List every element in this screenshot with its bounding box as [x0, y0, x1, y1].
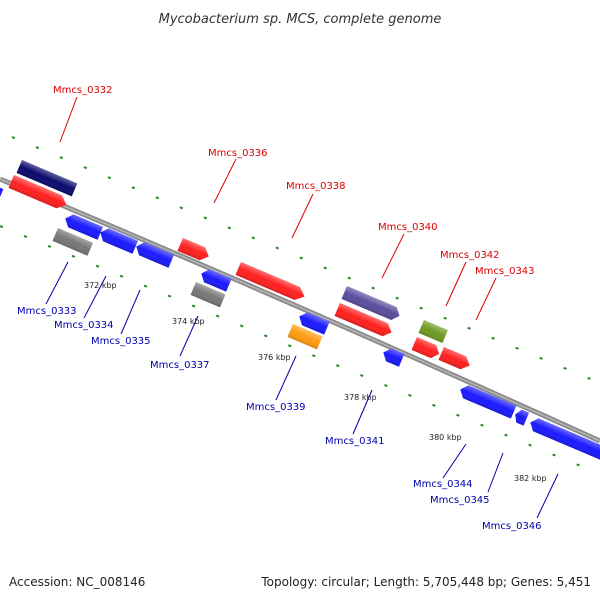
gene-mmcs-0342 — [418, 320, 448, 344]
gene-mmcs-0336 — [177, 238, 209, 261]
gene-label-mmcs-0337[interactable]: Mmcs_0337 — [150, 360, 210, 371]
accession-text: Accession: NC_008146 — [9, 575, 145, 589]
dotted-ring-forward-outer — [11, 136, 600, 384]
gene-mmcs-0345 — [515, 409, 530, 426]
gene-label-mmcs-0341[interactable]: Mmcs_0341 — [325, 436, 385, 447]
map-title: Mycobacterium sp. MCS, complete genome — [159, 12, 442, 27]
gene-feature-blue-c — [201, 269, 232, 292]
genome-summary-text: Topology: circular; Length: 5,705,448 bp… — [260, 575, 591, 589]
tick-label-374: 374 kbp — [172, 317, 205, 326]
gene-feature-blue-edge — [0, 186, 4, 203]
gene-mmcs-0334 — [65, 214, 103, 240]
gene-mmcs-0339 — [287, 324, 323, 350]
gene-feature-red-c — [334, 303, 392, 337]
gene-mmcs-0338 — [235, 262, 305, 300]
gene-mmcs-0346 — [530, 418, 600, 461]
gene-feature-blue-d — [299, 312, 330, 335]
gene-labels-reverse: Mmcs_0333 Mmcs_0334 Mmcs_0335 Mmcs_0337 … — [17, 306, 542, 532]
tick-label-376: 376 kbp — [258, 353, 291, 362]
gene-label-mmcs-0340[interactable]: Mmcs_0340 — [378, 222, 438, 233]
leader-lines-reverse — [45, 261, 559, 519]
gene-label-mmcs-0334[interactable]: Mmcs_0334 — [54, 320, 114, 331]
gene-label-mmcs-0343[interactable]: Mmcs_0343 — [475, 266, 535, 277]
gene-mmcs-0341 — [383, 348, 405, 367]
gene-label-mmcs-0336[interactable]: Mmcs_0336 — [208, 148, 268, 159]
gene-mmcs-0337 — [190, 282, 226, 308]
gene-label-mmcs-0342[interactable]: Mmcs_0342 — [440, 250, 500, 261]
gene-feature-blue-b — [136, 242, 174, 268]
gene-mmcs-0340 — [341, 286, 400, 320]
gene-label-mmcs-0338[interactable]: Mmcs_0338 — [286, 181, 346, 192]
dotted-ring-reverse-inner — [0, 225, 600, 475]
gene-mmcs-0333 — [52, 228, 93, 256]
leader-lines-forward — [59, 96, 497, 321]
gene-label-mmcs-0335[interactable]: Mmcs_0335 — [91, 336, 151, 347]
gene-feature-navy — [16, 160, 78, 197]
gene-labels-forward: Mmcs_0332 Mmcs_0336 Mmcs_0338 Mmcs_0340 … — [53, 85, 535, 277]
tick-label-382: 382 kbp — [514, 474, 547, 483]
gene-label-mmcs-0345[interactable]: Mmcs_0345 — [430, 495, 490, 506]
gene-mmcs-0343 — [438, 347, 470, 370]
gene-label-mmcs-0333[interactable]: Mmcs_0333 — [17, 306, 77, 317]
gene-mmcs-0344 — [460, 385, 517, 419]
gene-feature-red-d — [411, 337, 440, 359]
gene-label-mmcs-0346[interactable]: Mmcs_0346 — [482, 521, 542, 532]
gene-mmcs-0335 — [100, 228, 138, 254]
gene-label-mmcs-0339[interactable]: Mmcs_0339 — [246, 402, 306, 413]
tick-label-378: 378 kbp — [344, 393, 377, 402]
gene-label-mmcs-0332[interactable]: Mmcs_0332 — [53, 85, 113, 96]
tick-label-372: 372 kbp — [84, 281, 117, 290]
gene-mmcs-0332 — [8, 175, 67, 209]
tick-label-380: 380 kbp — [429, 433, 462, 442]
gene-label-mmcs-0344[interactable]: Mmcs_0344 — [413, 479, 473, 490]
